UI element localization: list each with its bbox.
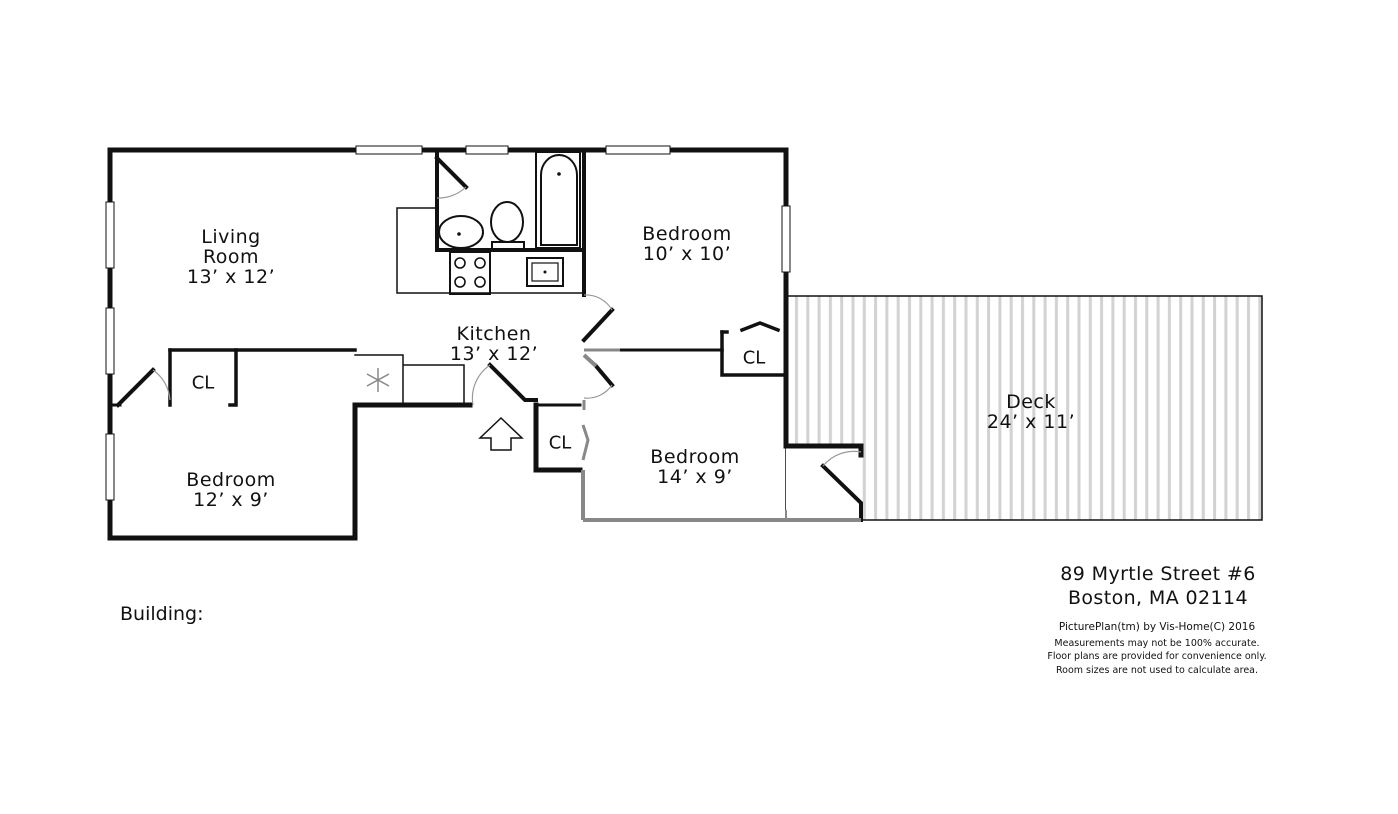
refrigerator-icon bbox=[366, 368, 390, 392]
disclaimer-line2: Floor plans are provided for convenience… bbox=[1047, 651, 1267, 662]
living-room-name-1: Living bbox=[201, 226, 261, 248]
bedroom-se-size: 14’ x 9’ bbox=[657, 466, 733, 488]
bedroom-ne-label: Bedroom 10’ x 10’ bbox=[642, 224, 731, 264]
closet-label-sw: CL bbox=[191, 372, 215, 394]
living-room-name-2: Room bbox=[202, 246, 260, 268]
bedroom-se-label: Bedroom 14’ x 9’ bbox=[650, 447, 739, 487]
entry-arrow-icon bbox=[478, 416, 524, 451]
deck-label: Deck 24’ x 11’ bbox=[987, 392, 1075, 432]
bedroom-sw-label: Bedroom 12’ x 9’ bbox=[186, 470, 275, 510]
kitchen-label: Kitchen 13’ x 12’ bbox=[450, 324, 538, 364]
deck-name: Deck bbox=[1006, 391, 1056, 413]
disclaimer-line3: Room sizes are not used to calculate are… bbox=[1055, 664, 1259, 676]
address-block: 89 Myrtle Street #6 Boston, MA 02114 bbox=[1060, 562, 1256, 610]
kitchen-size: 13’ x 12’ bbox=[449, 343, 539, 365]
bedroom-sw-size: 12’ x 9’ bbox=[193, 489, 269, 511]
closet-label-ne: CL bbox=[742, 347, 766, 369]
living-room-size: 13’ x 12’ bbox=[186, 266, 276, 288]
copyright-text: PicturePlan(tm) by Vis-Home(C) 2016 bbox=[1058, 621, 1256, 633]
stove-icon bbox=[449, 251, 491, 295]
building-label: Building: bbox=[120, 603, 204, 625]
address-line1: 89 Myrtle Street #6 bbox=[1060, 563, 1256, 585]
bedroom-sw-name: Bedroom bbox=[186, 469, 276, 491]
kitchen-name: Kitchen bbox=[456, 323, 532, 345]
deck-size: 24’ x 11’ bbox=[986, 411, 1076, 433]
living-room-label: Living Room 13’ x 12’ bbox=[187, 227, 275, 287]
disclaimer-notes: PicturePlan(tm) by Vis-Home(C) 2016 Meas… bbox=[1047, 621, 1266, 677]
bedroom-se-name: Bedroom bbox=[650, 446, 740, 468]
address-line2: Boston, MA 02114 bbox=[1067, 587, 1249, 609]
disclaimer-line1: Measurements may not be 100% accurate. bbox=[1054, 637, 1260, 649]
deck-area bbox=[785, 295, 1263, 521]
bedroom-ne-size: 10’ x 10’ bbox=[642, 243, 732, 265]
closet-label-center: CL bbox=[548, 432, 572, 454]
bedroom-ne-name: Bedroom bbox=[642, 223, 732, 245]
